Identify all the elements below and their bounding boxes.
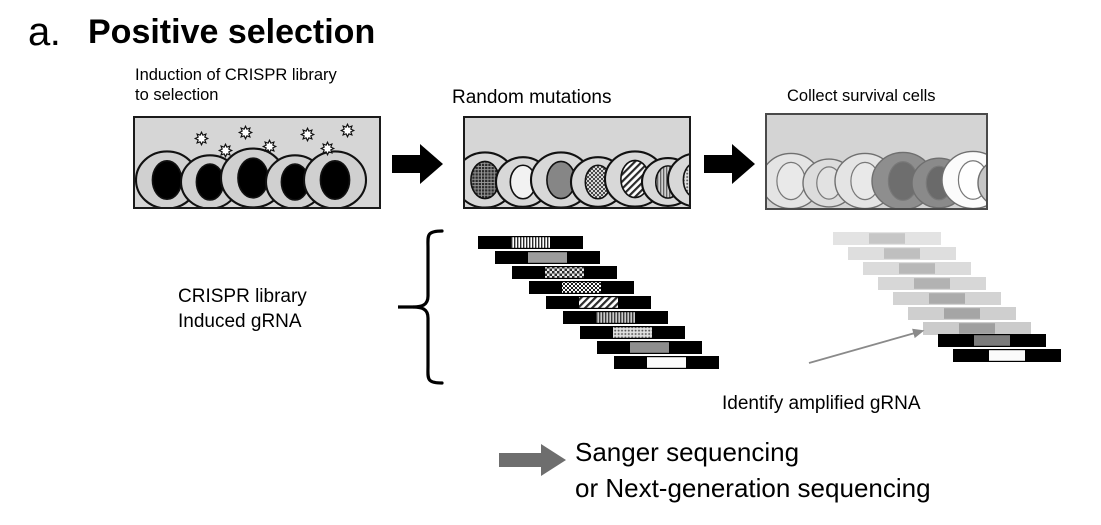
sequencing-arrow-icon	[499, 444, 566, 476]
grna-target-segment	[579, 297, 618, 308]
cell-panel-mutations	[463, 116, 691, 209]
grna-bar	[893, 292, 1001, 305]
cell-nucleus	[682, 164, 689, 196]
cells-layer	[767, 150, 986, 208]
grna-bar	[863, 262, 971, 275]
grna-bar	[953, 349, 1061, 362]
grna-target-segment	[869, 233, 905, 244]
grna-target-segment	[545, 267, 584, 278]
cell	[977, 164, 986, 202]
sequencing-label: Sanger sequencing or Next-generation seq…	[575, 437, 931, 503]
crispr-particle-icon	[217, 142, 234, 159]
grna-bar	[938, 334, 1046, 347]
grna-target-segment	[596, 312, 635, 323]
grna-bar	[848, 247, 956, 260]
crispr-particle-icon	[319, 140, 336, 157]
grna-bar	[580, 326, 685, 339]
grna-target-segment	[562, 282, 601, 293]
cell-panel-survival	[765, 113, 988, 210]
panel-caption-mutations: Random mutations	[452, 87, 612, 108]
panel-caption-induction: Induction of CRISPR library to selection	[135, 66, 337, 104]
grna-bar	[563, 311, 668, 324]
grna-target-segment	[899, 263, 935, 274]
crispr-particle-icon	[261, 138, 278, 155]
cell	[941, 150, 986, 208]
grna-bar	[546, 296, 651, 309]
library-label: CRISPR library Induced gRNA	[178, 286, 307, 332]
panel-caption-survival: Collect survival cells	[787, 87, 936, 105]
grna-bar	[923, 322, 1031, 335]
grna-target-segment	[884, 248, 920, 259]
grna-target-segment	[511, 237, 550, 248]
panel-letter: a.	[28, 10, 61, 54]
grna-target-segment	[989, 350, 1025, 361]
identify-label: Identify amplified gRNA	[722, 393, 921, 414]
grna-bar	[878, 277, 986, 290]
page-title: Positive selection	[88, 13, 376, 51]
grna-target-segment	[974, 335, 1010, 346]
crispr-particle-icon	[193, 130, 210, 147]
grna-target-segment	[630, 342, 669, 353]
crispr-particle-icon	[299, 126, 316, 143]
cell-nucleus	[319, 159, 351, 201]
cell	[302, 150, 368, 207]
cell-panel-induction	[133, 116, 381, 209]
grna-bar	[478, 236, 583, 249]
grna-bar	[529, 281, 634, 294]
crispr-particle-icon	[237, 124, 254, 141]
cell	[666, 153, 689, 207]
arrow-induction-to-mutations	[392, 144, 443, 184]
grna-target-segment	[914, 278, 950, 289]
grna-target-segment	[929, 293, 965, 304]
grna-bar	[908, 307, 1016, 320]
grna-target-segment	[613, 327, 652, 338]
grna-bar	[512, 266, 617, 279]
curly-brace	[398, 229, 444, 385]
cells-layer	[135, 122, 368, 207]
grna-target-segment	[944, 308, 980, 319]
cells-layer	[465, 150, 689, 207]
grna-bar	[833, 232, 941, 245]
grna-bar	[597, 341, 702, 354]
grna-target-segment	[647, 357, 686, 368]
grna-bar	[614, 356, 719, 369]
arrow-mutations-to-survival	[704, 144, 755, 184]
grna-bar	[495, 251, 600, 264]
identify-arrow-icon	[808, 328, 925, 364]
crispr-particle-icon	[339, 122, 356, 139]
grna-target-segment	[528, 252, 567, 263]
grna-target-segment	[959, 323, 995, 334]
